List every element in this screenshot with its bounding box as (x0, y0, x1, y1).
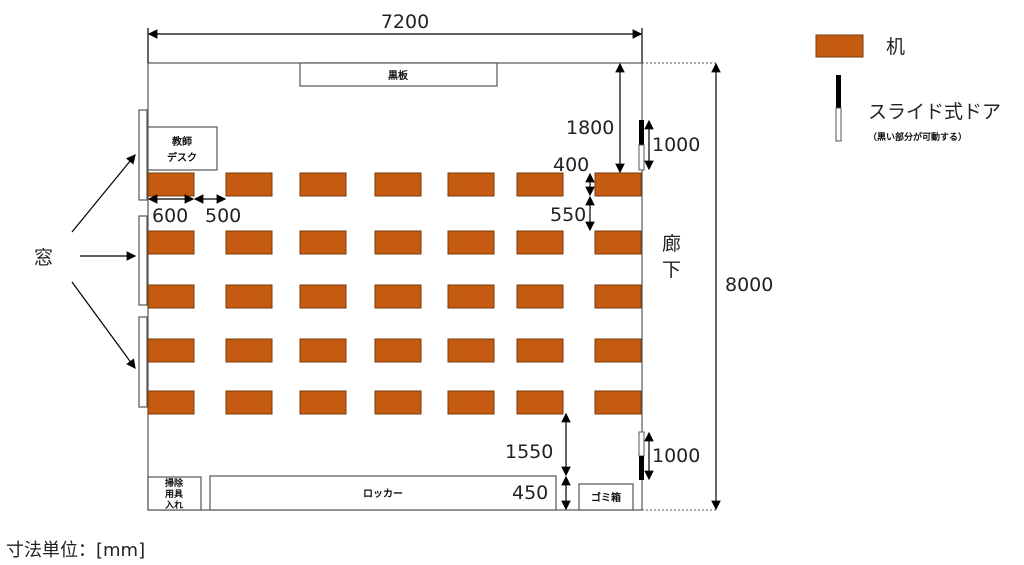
desk (516, 390, 564, 415)
desk (516, 338, 564, 363)
corridor-label: 廊 (662, 233, 681, 255)
door-front (638, 120, 645, 171)
legend-door-label: スライド式ドア (868, 101, 1001, 123)
cleaning-label: 用具 (164, 489, 183, 500)
trash-bin (578, 483, 634, 511)
teacher-desk (147, 126, 218, 171)
desk (299, 284, 347, 309)
unit-note: 寸法単位：[mm] (6, 540, 145, 561)
desk (147, 338, 195, 363)
teacher-desk-label: 教師 (171, 135, 192, 148)
desk (299, 172, 347, 197)
blackboard-label: 黒板 (388, 69, 409, 82)
blackboard (299, 62, 498, 87)
dim-door-bottom: 1000 (652, 445, 700, 467)
dim-desk-depth: 400 (553, 154, 589, 176)
dim-locker-depth: 450 (512, 482, 548, 504)
desk (225, 284, 273, 309)
desk (147, 284, 195, 309)
dim-col-gap: 500 (205, 205, 241, 227)
desk (447, 338, 495, 363)
window-label: 窓 (34, 247, 53, 269)
legend-desk-swatch (815, 34, 864, 58)
desk (594, 390, 642, 415)
window (138, 316, 148, 408)
corridor-label: 下 (662, 259, 681, 281)
desk (374, 338, 422, 363)
dim-front-gap: 1800 (566, 117, 614, 139)
desk (594, 230, 642, 255)
desk (374, 284, 422, 309)
desk (594, 284, 642, 309)
dim-door-top: 1000 (652, 134, 700, 156)
dim-back-gap: 1550 (505, 441, 553, 463)
locker-label: ロッカー (363, 488, 403, 500)
desk (447, 230, 495, 255)
desk (447, 390, 495, 415)
desk (147, 230, 195, 255)
cleaning-cabinet (147, 476, 202, 511)
desk (374, 390, 422, 415)
desk (516, 284, 564, 309)
legend-desk-label: 机 (886, 36, 905, 58)
desk-grid (147, 172, 642, 415)
desk (374, 230, 422, 255)
dim-width: 7200 (381, 11, 429, 33)
desk (299, 230, 347, 255)
desk (374, 172, 422, 197)
desk (516, 230, 564, 255)
dim-depth: 8000 (725, 274, 773, 296)
desk (594, 172, 642, 197)
cleaning-label: 入れ (164, 500, 183, 511)
desk (225, 390, 273, 415)
legend-door-note: （黒い部分が可動する） (868, 131, 967, 143)
dim-desk-width: 600 (152, 205, 188, 227)
locker (209, 475, 557, 511)
window (138, 109, 148, 201)
door-back (638, 431, 645, 480)
desk (594, 338, 642, 363)
dim-row-gap: 550 (550, 204, 586, 226)
desk (225, 338, 273, 363)
window (138, 215, 148, 306)
legend-door-icon (835, 107, 842, 142)
desk (447, 284, 495, 309)
teacher-desk-label: デスク (167, 151, 197, 164)
desk (516, 172, 564, 197)
cleaning-label: 掃除 (165, 477, 184, 489)
desk (447, 172, 495, 197)
desk (225, 230, 273, 255)
desk (299, 338, 347, 363)
desk (299, 390, 347, 415)
desk (225, 172, 273, 197)
desk (147, 390, 195, 415)
legend-door-icon (836, 75, 841, 108)
desk (147, 172, 195, 197)
trash-label: ゴミ箱 (591, 491, 621, 504)
